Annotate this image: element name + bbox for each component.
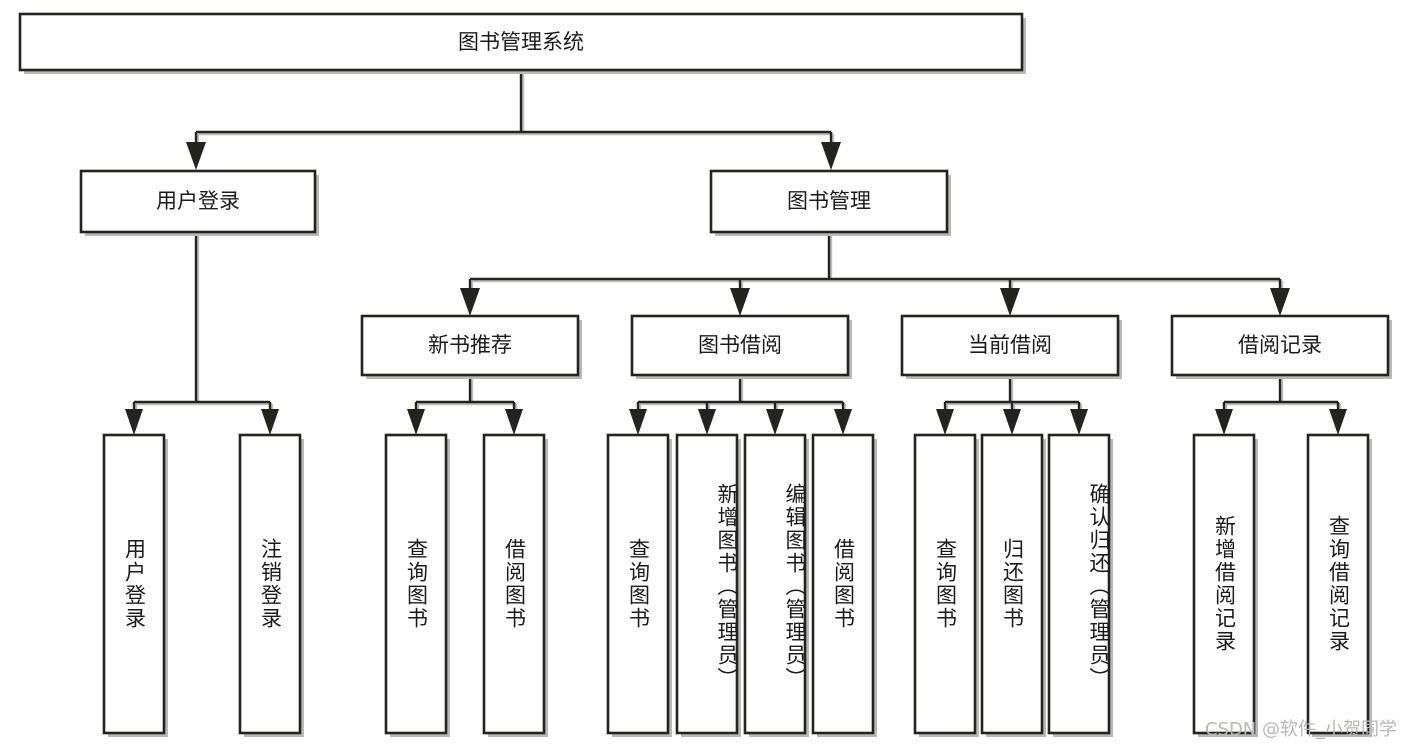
node-leaf-cur-query[interactable]	[913, 433, 979, 737]
node-current-borrow[interactable]: 当前借阅	[900, 314, 1122, 379]
edge-bookmanage-to-level2	[460, 234, 1290, 316]
node-book-manage[interactable]: 图书管理	[709, 169, 951, 236]
node-leaf-brw-add[interactable]	[675, 433, 741, 737]
edge-newbookrec-to-leaves	[407, 377, 523, 435]
node-book-borrow[interactable]: 图书借阅	[630, 314, 852, 379]
edge-bookborrow-to-leaves	[629, 377, 852, 435]
node-root-label: 图书管理系统	[458, 30, 584, 54]
node-user-login[interactable]: 用户登录	[79, 169, 319, 236]
connector-layer	[125, 72, 1347, 435]
node-borrow-record[interactable]: 借阅记录	[1170, 314, 1392, 379]
node-user-login-label: 用户登录	[156, 189, 240, 213]
node-leaf-cur-return[interactable]	[980, 433, 1046, 737]
node-leaf-user-login[interactable]	[102, 433, 168, 737]
edge-currentborrow-to-leaves	[936, 377, 1088, 435]
node-new-book-rec[interactable]: 新书推荐	[360, 314, 582, 379]
node-leaf-brw-lend[interactable]	[811, 433, 877, 737]
node-borrow-record-label: 借阅记录	[1238, 333, 1322, 357]
node-leaf-rec-borrow[interactable]	[482, 433, 548, 737]
node-leaf-cur-confirm[interactable]	[1047, 433, 1113, 737]
node-leaf-rec-search[interactable]	[1306, 433, 1372, 737]
node-book-manage-label: 图书管理	[787, 189, 871, 213]
edge-borrowrecord-to-leaves	[1215, 377, 1347, 435]
edge-userlogin-to-leaves	[125, 234, 279, 435]
node-leaf-brw-edit[interactable]	[743, 433, 809, 737]
node-new-book-rec-label: 新书推荐	[428, 333, 512, 357]
node-leaf-brw-query[interactable]	[606, 433, 672, 737]
node-leaf-rec-query[interactable]	[384, 433, 450, 737]
node-leaf-user-logout[interactable]	[238, 433, 304, 737]
node-root[interactable]: 图书管理系统	[18, 12, 1026, 74]
edge-root-to-level1	[186, 72, 841, 170]
csdn-watermark: CSDN @软件_小贺同学	[1204, 719, 1397, 740]
node-current-borrow-label: 当前借阅	[968, 333, 1052, 357]
node-layer: 图书管理系统 用户登录 图书管理 新书推荐	[18, 12, 1392, 737]
node-book-borrow-label: 图书借阅	[698, 333, 782, 357]
node-leaf-rec-add[interactable]	[1192, 433, 1258, 737]
